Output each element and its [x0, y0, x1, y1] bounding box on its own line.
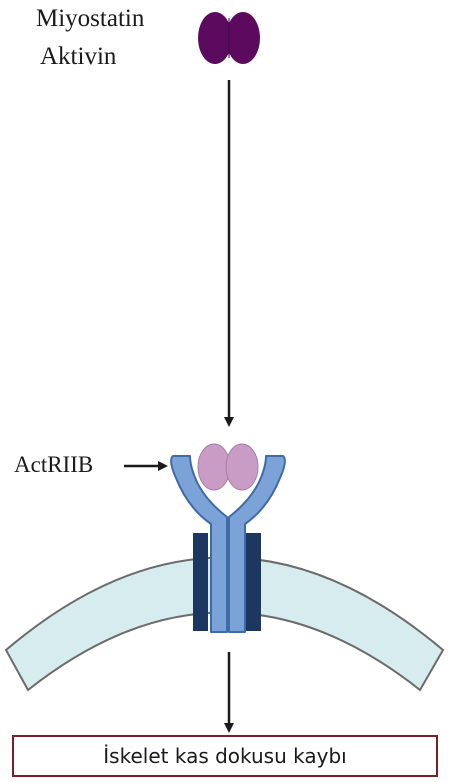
bound-ligand-icon	[198, 444, 258, 490]
receptor-label: ActRIIB	[14, 453, 93, 476]
transmembrane-bar-left	[193, 533, 208, 631]
outcome-box: İskelet kas dokusu kaybı	[12, 735, 438, 777]
myostatin-dimer-icon	[198, 12, 260, 64]
ligand-label-activin: Aktivin	[40, 44, 116, 69]
outcome-text: İskelet kas dokusu kaybı	[103, 744, 346, 768]
transmembrane-bar-right	[246, 533, 261, 631]
ligand-label-myostatin: Miyostatin	[36, 6, 144, 31]
